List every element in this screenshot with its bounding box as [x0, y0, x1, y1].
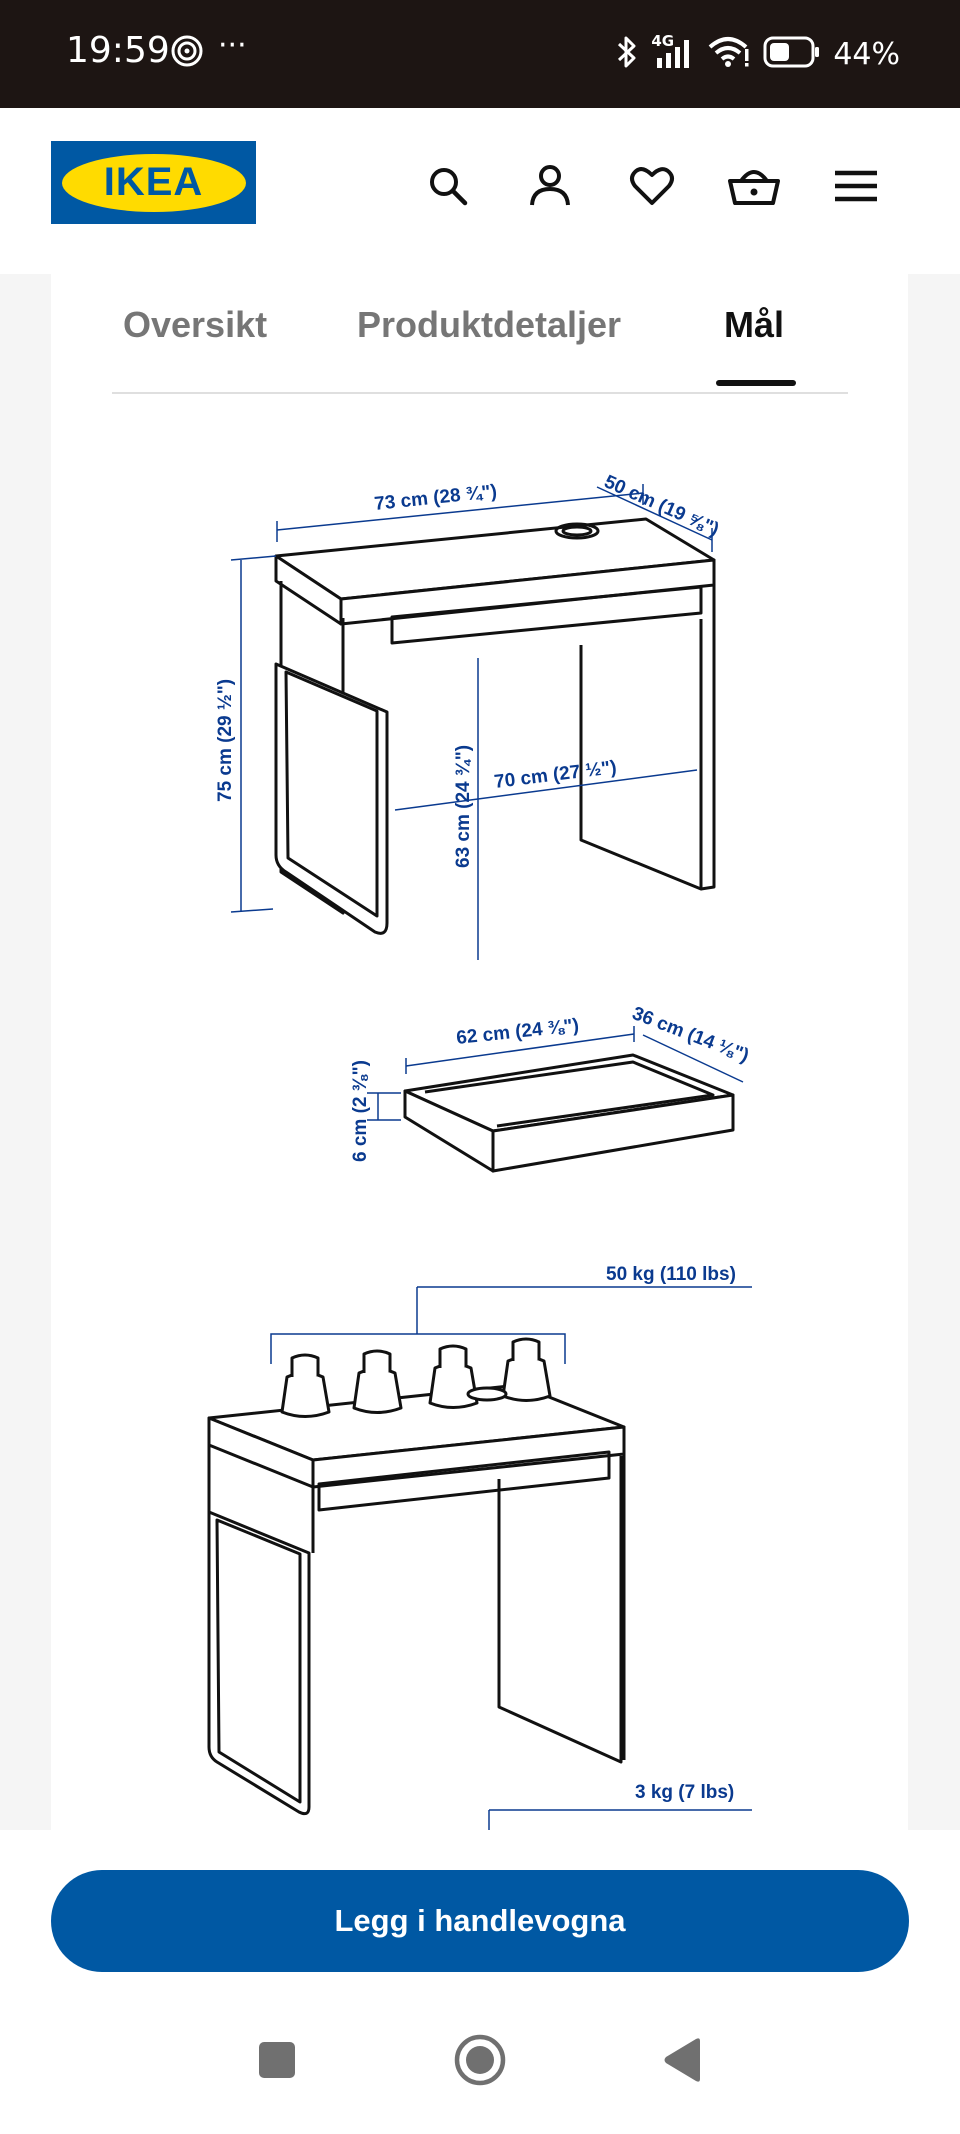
- notification-icon: [170, 34, 204, 73]
- tab-oversikt[interactable]: Oversikt: [123, 304, 268, 345]
- site-header: IKEA: [0, 108, 960, 274]
- bluetooth-icon: [615, 34, 639, 75]
- desk-inner-height-label: 63 cm (24 ¾"): [453, 745, 474, 868]
- cellular-signal-icon: 4G: [651, 32, 695, 72]
- dimensions-diagram: 73 cm (28 ¾") 50 cm (19 ⅝") 75 cm (29 ½"…: [207, 471, 752, 1830]
- desk-dimension-lines: [230, 484, 713, 960]
- search-icon[interactable]: [418, 156, 478, 216]
- menu-icon[interactable]: [826, 156, 886, 216]
- more-notifications: ···: [218, 28, 247, 63]
- add-to-cart-button[interactable]: Legg i handlevogna: [51, 1870, 909, 1972]
- tab-produktdetaljer[interactable]: Produktdetaljer: [357, 304, 622, 345]
- status-time: 19:59: [66, 30, 170, 71]
- drawer-load-label: 3 kg (7 lbs): [635, 1782, 734, 1803]
- logo-oval: IKEA: [61, 153, 246, 212]
- network-type: 4G: [651, 32, 675, 50]
- status-bar: 19:59 ··· 4G 44%: [0, 0, 960, 108]
- load-desk-drawing: [207, 1383, 626, 1816]
- logo-text: IKEA: [103, 160, 204, 204]
- product-tabs: Oversikt Produktdetaljer Mål: [112, 274, 848, 394]
- bottom-action-area: Legg i handlevogna: [0, 1830, 960, 2134]
- tabletop-load-label: 50 kg (110 lbs): [606, 1264, 736, 1285]
- product-dimensions-card: [51, 274, 908, 1830]
- desk-drawing: [274, 517, 716, 935]
- active-tab-indicator: [716, 380, 796, 386]
- back-icon[interactable]: [650, 2028, 714, 2092]
- drawer-dimension-lines: [367, 1026, 744, 1121]
- android-navigation-bar: [0, 2010, 960, 2110]
- weights-drawing: [280, 1337, 552, 1418]
- account-icon[interactable]: [520, 156, 580, 216]
- status-icons: 4G 44%: [615, 30, 900, 78]
- load-lines: [270, 1286, 752, 1830]
- battery-percentage: 44%: [833, 36, 900, 72]
- drawer-drawing: [403, 1053, 735, 1173]
- desk-inner-width-label: 70 cm (27 ½"): [493, 757, 618, 793]
- tab-mal[interactable]: Mål: [724, 304, 785, 345]
- wifi-icon: [707, 35, 751, 74]
- battery-icon: [763, 35, 821, 74]
- home-icon[interactable]: [448, 2028, 512, 2092]
- cart-icon[interactable]: [724, 156, 784, 216]
- desk-height-label: 75 cm (29 ½"): [215, 679, 236, 802]
- drawer-height-label: 6 cm (2 ⅜"): [350, 1060, 371, 1162]
- ikea-logo[interactable]: IKEA: [51, 141, 256, 224]
- recent-apps-icon[interactable]: [245, 2028, 309, 2092]
- heart-icon[interactable]: [622, 156, 682, 216]
